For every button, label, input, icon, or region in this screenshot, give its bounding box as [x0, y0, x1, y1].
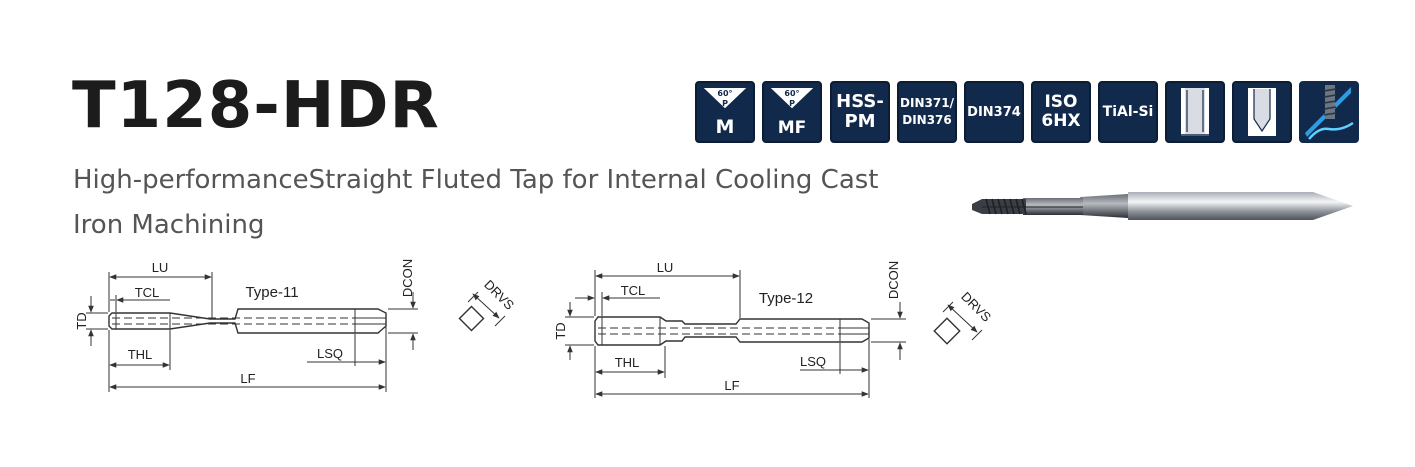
- badge-angle: 60°: [784, 89, 799, 98]
- internal-coolant-icon: [1301, 83, 1357, 141]
- badge-label: HSS- PM: [836, 91, 884, 132]
- badge-label: M: [716, 116, 735, 138]
- badge-label: DIN374: [967, 104, 1021, 120]
- badge-label: ISO 6HX: [1041, 92, 1081, 131]
- badge-label: DIN371/ DIN376: [900, 96, 954, 127]
- badge-material: HSS- PM: [830, 81, 890, 143]
- dim-drvs-label: DRVS: [481, 277, 517, 313]
- badge-pitch: P: [789, 99, 795, 108]
- badge-internal-coolant: [1299, 81, 1359, 143]
- badge-standard-din371: DIN371/ DIN376: [897, 81, 957, 143]
- badge-angle: 60°: [717, 89, 732, 98]
- dim-lf-label: LF: [240, 371, 255, 386]
- type-label: Type-11: [245, 284, 298, 301]
- dim-lf-label: LF: [724, 378, 739, 393]
- labels-type-11: LU TCL Type-11 TD THL LSQ LF DCON DRVS: [74, 259, 517, 386]
- blind-hole-icon: [1181, 88, 1209, 136]
- dim-lu-label: LU: [152, 260, 169, 275]
- dim-dcon-label: DCON: [886, 261, 901, 299]
- dim-lsq-label: LSQ: [800, 354, 826, 369]
- badge-label: TiAl-Si: [1102, 104, 1154, 120]
- type-label: Type-12: [759, 290, 813, 307]
- thread-profile-icon: 60° P M: [702, 87, 748, 138]
- dim-lu-label: LU: [657, 260, 674, 275]
- dim-td-label: TD: [553, 322, 568, 339]
- product-subtitle: High-performanceStraight Fluted Tap for …: [73, 165, 879, 240]
- thread-profile-fine-icon: 60° P MF: [769, 87, 815, 138]
- dim-dcon-label: DCON: [400, 259, 415, 297]
- dim-thl-label: THL: [615, 355, 640, 370]
- badge-tolerance: ISO 6HX: [1031, 81, 1091, 143]
- through-hole-icon: [1248, 88, 1276, 136]
- badge-pitch: P: [722, 99, 728, 108]
- dim-tcl-label: TCL: [621, 283, 646, 298]
- badge-thread-mf: 60° P MF: [762, 81, 822, 143]
- labels-type-12: LU TCL Type-12 TD THL LSQ LF DCON DRVS: [553, 260, 994, 393]
- drawing-type-11: [86, 272, 506, 392]
- badge-thread-m: 60° P M: [695, 81, 755, 143]
- product-title: T128-HDR: [72, 69, 440, 143]
- badge-label: MF: [778, 118, 807, 138]
- tap-product-image: [972, 192, 1353, 220]
- dim-lsq-label: LSQ: [317, 346, 343, 361]
- dim-tcl-label: TCL: [135, 285, 160, 300]
- dim-td-label: TD: [74, 312, 89, 329]
- dim-thl-label: THL: [128, 347, 153, 362]
- badge-coating: TiAl-Si: [1098, 81, 1158, 143]
- badge-through-hole: [1232, 81, 1292, 143]
- badge-standard-din374: DIN374: [964, 81, 1024, 143]
- drawing-type-12: [565, 270, 983, 398]
- badge-blind-hole: [1165, 81, 1225, 143]
